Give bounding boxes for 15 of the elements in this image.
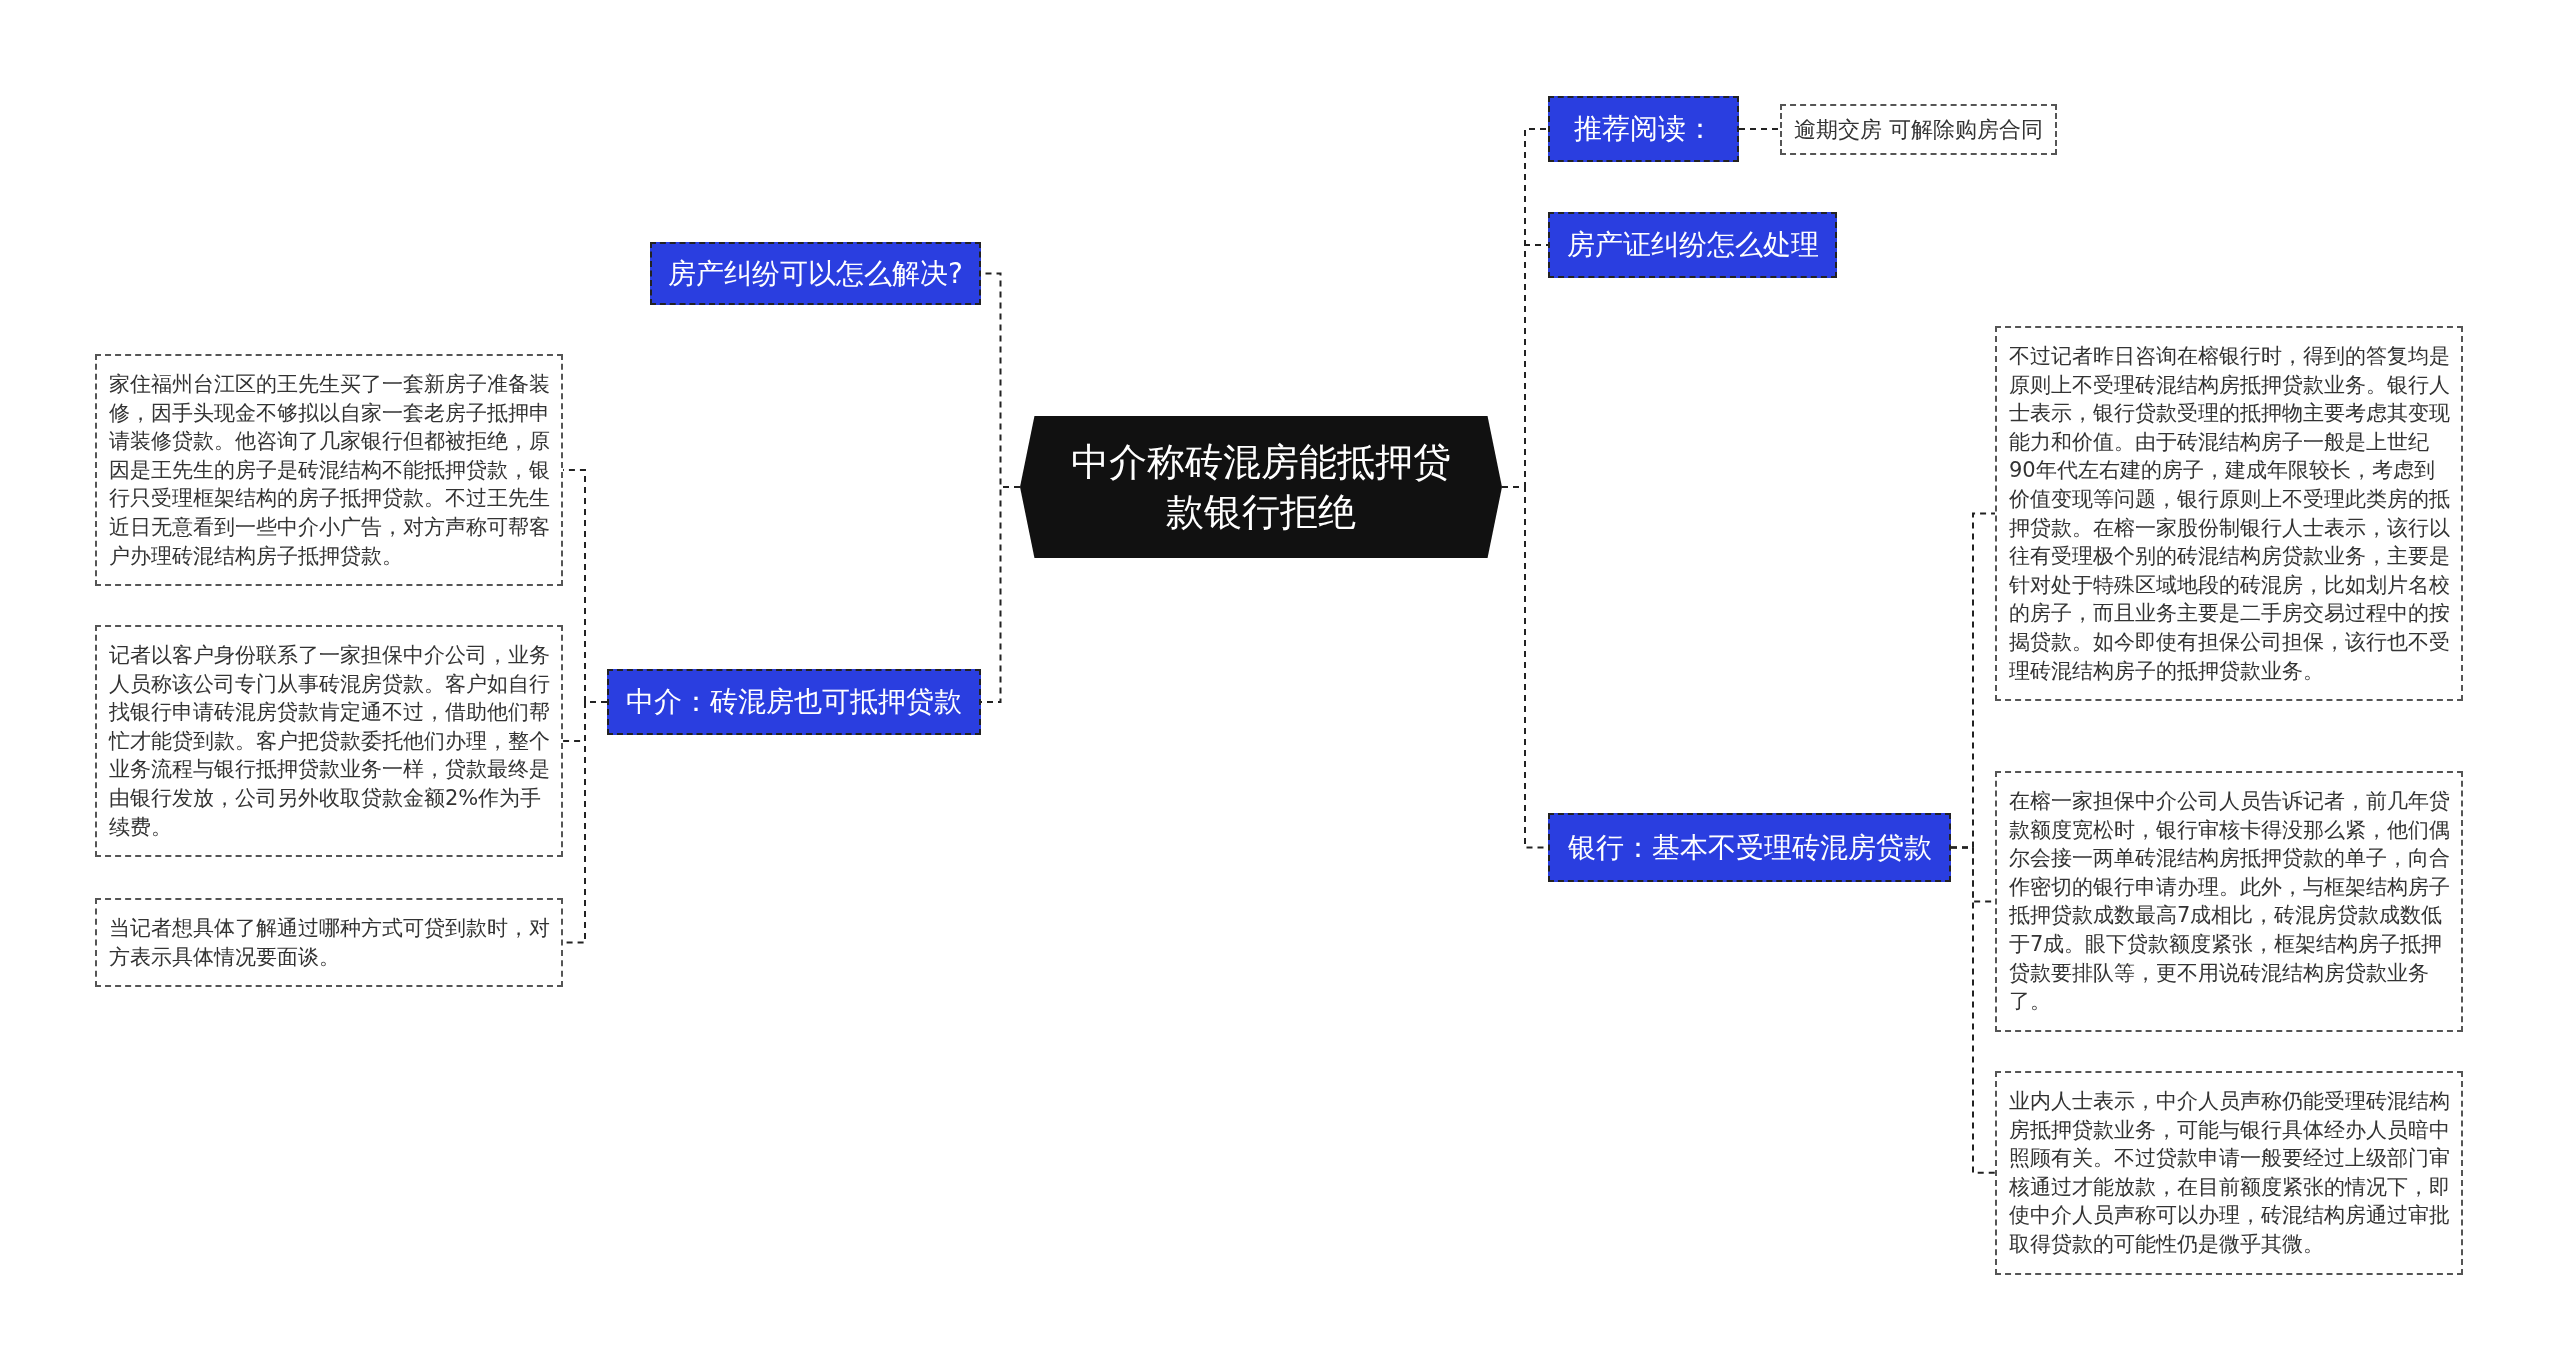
connector-line xyxy=(1950,846,1996,1174)
central-topic: 中介称砖混房能抵押贷款银行拒绝 xyxy=(1020,416,1502,558)
topic-box: 中介：砖混房也可抵押贷款 xyxy=(607,669,981,735)
topic-box: 推荐阅读： xyxy=(1548,96,1739,162)
topic-box: 房产纠纷可以怎么解决? xyxy=(650,242,981,305)
note-text: 记者以客户身份联系了一家担保中介公司，业务人员称该公司专门从事砖混房贷款。客户如自行找银行申请砖混房贷款肯定通不过，借助他们帮忙才能贷到款。客户把贷款委托他们办理，整个业务流程与银行抵押贷款业务一样，贷款最终是由银行发放，公司另外收取贷款金额2%作为手续费。 xyxy=(95,625,563,858)
note-text: 当记者想具体了解通过哪种方式可贷到款时，对方表示具体情况要面谈。 xyxy=(95,898,563,988)
note-text: 家住福州台江区的王先生买了一套新房子准备装修，因手头现金不够拟以自家一套老房子抵押申请装修贷款。他咨询了几家银行但都被拒绝，原因是王先生的房子是砖混结构不能抵押贷款，银行只受理框架结构的房子抵押贷款。不过王先生近日无意看到一些中介小广告，对方声称可帮客户办理砖混结构房子抵押贷款。 xyxy=(95,354,563,587)
topic-box: 房产证纠纷怎么处理 xyxy=(1548,212,1837,278)
link-text: 逾期交房 可解除购房合同 xyxy=(1780,104,2057,155)
note-text: 业内人士表示，中介人员声称仍能受理砖混结构房抵押贷款业务，可能与银行具体经办人员暗中照顾有关。不过贷款申请一般要经过上级部门审核通过才能放款，在目前额度紧张的情况下，即使中介人员声称可以办理，砖混结构房通过审批取得贷款的可能性仍是微乎其微。 xyxy=(1995,1071,2463,1275)
connector-line xyxy=(1738,128,1781,130)
note-text: 不过记者昨日咨询在榕银行时，得到的答复均是原则上不受理砖混结构房抵押贷款业务。银行人士表示，银行贷款受理的抵押物主要考虑其变现能力和价值。由于砖混结构房子一般是上世纪90年代左右建的房子，建成年限较长，考虑到价值变现等问题，银行原则上不受理此类房的抵押贷款。在榕一家股份制银行人士表示，该行以往有受理极个别的砖混结构房贷款业务，主要是针对处于特殊区域地段的砖混房，比如划片名校的房子，而且业务主要是二手房交易过程中的按揭贷款。如今即使有担保公司担保，该行也不受理砖混结构房子的抵押贷款业务。 xyxy=(1995,326,2463,702)
note-text: 在榕一家担保中介公司人员告诉记者，前几年贷款额度宽松时，银行审核卡得没那么紧，他们偶尔会接一两单砖混结构房抵押贷款的单子，向合作密切的银行申请办理。此外，与框架结构房子抵押贷款成数最高7成相比，砖混房贷款成数低于7成。眼下贷款额度紧张，框架结构房子抵押贷款要排队等，更不用说砖混结构房贷款业务了。 xyxy=(1995,771,2463,1032)
topic-box: 银行：基本不受理砖混房贷款 xyxy=(1548,813,1951,882)
